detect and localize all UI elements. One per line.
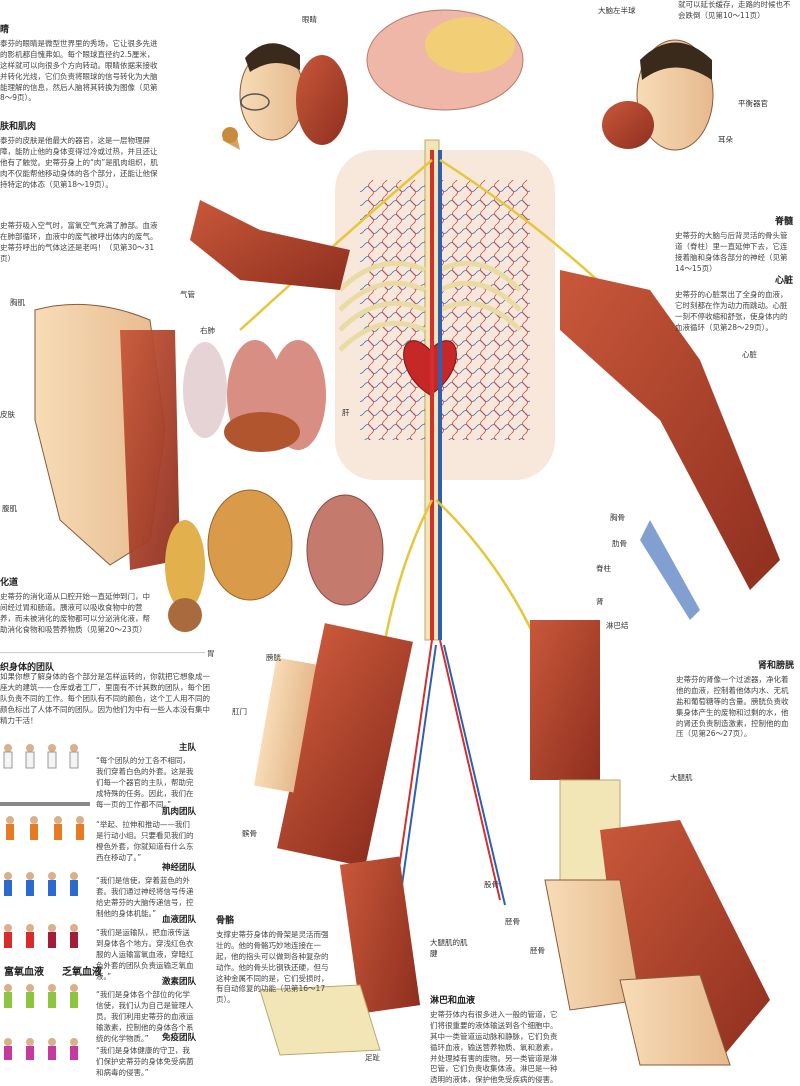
team-nerve-figures: [4, 872, 78, 896]
ribs: [338, 260, 522, 352]
team-hormone: 激素团队 “我们是身体各个部位的化学信使，我们认为自己是管理人员。我们利用史蒂芬…: [96, 976, 196, 1045]
team-hormone-figures: [4, 984, 78, 1008]
head-skin: [239, 43, 305, 141]
brain: [366, 9, 524, 111]
label-hamstring: 股骨: [484, 880, 499, 889]
label-brain-hemi: 大脑左半球: [598, 6, 636, 15]
team-nerve-title: 神经团队: [161, 863, 196, 873]
label-eye: 眼睛: [302, 15, 317, 24]
team-divider: [0, 652, 205, 653]
eyes-text: 泰芬的眼睛是微型世界里的秀场，它让很多先进的影机都自愧弗如。每个眼球直径约2.5…: [0, 39, 158, 103]
lungs-text: 史蒂芬吸入空气时，富氧空气充满了肺部。血液在肺部循环，血液中的废气被呼出体内的废…: [0, 221, 158, 263]
label-sternum: 胸骨: [610, 513, 625, 522]
label-foot: 足趾: [365, 1053, 380, 1062]
brain-block: 就可以延长缓存，走路的时候也不会跌倒（见第10～11页）: [678, 0, 796, 22]
spine-text: 史蒂芬的大脑与后背灵活的骨头管道（脊柱）里一直延伸下去，它连接着脑和身体各部分的…: [675, 231, 788, 273]
skeleton-block: 骨骼 支撑史蒂芬身体的骨架是灵活而强壮的。他的骨骼巧妙地连接在一起，他的指头可以…: [216, 915, 331, 1006]
label-right-lung: 右肺: [200, 326, 215, 335]
heart-block: 心脏 史蒂芬的心脏泵出了全身的血液，它时刻都在作为动力而跳动。心脏一刻不停收缩和…: [675, 275, 793, 334]
kidney-text: 史蒂芬的肾像一个过滤器，净化着他的血液，控制着他体内水、无机盐和葡萄糖等的含量。…: [676, 675, 789, 739]
left-arm: [190, 200, 350, 290]
lymph-block: 淋巴和血液 史蒂芬体内有很多进入一般的管道，它们将很重要的液体输送到各个细胞中。…: [430, 995, 558, 1086]
intestines: [165, 489, 384, 632]
label-thigh-tendon: 大腿肌的肌腱: [430, 938, 468, 958]
digest-title: 化道: [0, 578, 19, 588]
label-lymph: 淋巴结: [606, 621, 629, 630]
team-immune-text: “我们是身体健康的守卫，我们保护史蒂芬的身体免受病菌和病毒的侵害。”: [96, 1046, 194, 1078]
lymph-title: 淋巴和血液: [430, 996, 476, 1006]
label-spine: 脊柱: [596, 564, 611, 573]
label-trachea: 气管: [180, 290, 195, 299]
team-nerve: 神经团队 “我们是信使，穿着蓝色的外套。我们通过神经将信号传递给史蒂芬的大脑传递…: [96, 862, 196, 920]
spine-title: 脊髓: [774, 217, 793, 227]
team-title: 织身体的团队: [0, 663, 55, 673]
team-intro: 如果你想了解身体的各个部分是怎样运转的，你就把它想象成一座大的建筑——仓库或者工…: [0, 672, 210, 725]
kidney-block: 肾和膀胱 史蒂芬的肾像一个过滤器，净化着他的血液，控制着他体内水、无机盐和葡萄糖…: [676, 660, 794, 740]
team-hormone-text: “我们是身体各个部位的化学信使，我们认为自己是管理人员。我们利用史蒂芬的血液运输…: [96, 990, 194, 1043]
team-immune-title: 免疫团队: [161, 1033, 196, 1043]
skin-text: 泰芬的皮肤是他最大的器官，这是一层物理屏障，能防止他的身体变得过冷或过热，并且还…: [0, 136, 158, 189]
label-abdomen: 腹肌: [2, 504, 17, 513]
label-anus: 肛门: [232, 707, 247, 716]
label-balance: 平衡器官: [738, 99, 768, 108]
poor-blood-label: 乏氧血液: [62, 967, 102, 978]
heart-text: 史蒂芬的心脏泵出了全身的血液，它时刻都在作为动力而跳动。心脏一刻不停收缩和舒张，…: [675, 290, 788, 332]
label-kidney: 肾: [596, 597, 604, 606]
label-chest: 胸肌: [10, 298, 25, 307]
ice-cream-icon: [222, 127, 240, 150]
right-arm: [560, 270, 780, 590]
skeleton-title: 骨骼: [216, 916, 235, 926]
lymph-text: 史蒂芬体内有很多进入一般的管道，它们将很重要的液体输送到各个细胞中。其中一类管道…: [430, 1010, 558, 1085]
label-shin: 胫骨: [505, 917, 520, 926]
eyes-block: 睛 泰芬的眼睛是微型世界里的秀场，它让很多先进的影机都自愧弗如。每个眼球直径约2…: [0, 24, 158, 104]
team-immune: 免疫团队 “我们是身体健康的守卫，我们保护史蒂芬的身体免受病菌和病毒的侵害。”: [96, 1032, 196, 1079]
team-muscle-figures: [0, 802, 90, 840]
team-muscle-text: “举起、拉伸和推动——我们是行动小组。只要看见我们的橙色外套，你就知道有什么东西…: [96, 820, 194, 862]
team-muscle: 肌肉团队 “举起、拉伸和推动——我们是行动小组。只要看见我们的橙色外套，你就知道…: [96, 806, 196, 864]
team-hormone-title: 激素团队: [161, 977, 196, 987]
team-figures: [0, 744, 90, 1060]
rich-blood-label: 富氧血液: [4, 967, 44, 978]
spine-block: 脊髓 史蒂芬的大脑与后背灵活的骨头管道（脊柱）里一直延伸下去，它连接着脑和身体各…: [675, 216, 793, 275]
liver-shape: [224, 412, 300, 452]
digest-block: 化道 史蒂芬的消化道从口腔开始一直延伸到门，中间经过胃和肠道。胰液可以吸收食物中…: [0, 577, 150, 636]
kidney-title: 肾和膀胱: [757, 661, 794, 671]
team-blood: 血液团队 “我们是运输队，把血液传送到身体各个地方。穿浅红色衣服的人运输富氧血液…: [96, 914, 196, 983]
brain-text: 就可以延长缓存，走路的时候也不会跌倒（见第10～11页）: [678, 0, 791, 20]
label-tendon: 大腿肌: [670, 773, 693, 782]
team-nerve-text: “我们是信使，穿着蓝色的外套。我们通过神经将信号传递给史蒂芬的大脑传递信号，控制…: [96, 876, 194, 918]
skin-block: 肤和肌肉 泰芬的皮肤是他最大的器官，这是一层物理屏障，能防止他的身体变得过冷或过…: [0, 121, 162, 190]
foot-skin: [619, 974, 731, 1066]
eyes-title: 睛: [0, 25, 10, 35]
skin-title: 肤和肌肉: [0, 122, 37, 132]
label-liver: 肝: [342, 408, 350, 417]
glasses-icon: [240, 93, 270, 111]
label-ribs: 肋骨: [612, 539, 627, 548]
team-immune-figures: [4, 1038, 78, 1060]
skeleton-text: 支撑史蒂芬身体的骨架是灵活而强壮的。他的骨骼巧妙地连接在一起，他的指头可以做到各…: [216, 930, 329, 1005]
head-back: [602, 39, 714, 151]
team-main-figures: [3, 744, 79, 769]
head-muscle: [296, 55, 348, 145]
label-bladder: 膀胱: [266, 653, 281, 662]
label-tibia: 胫骨: [530, 946, 545, 955]
lungs-block: 史蒂芬吸入空气时，富氧空气充满了肺部。血液在肺部循环，血液中的废气被呼出体内的废…: [0, 219, 158, 265]
team-muscle-title: 肌肉团队: [161, 807, 196, 817]
digest-text: 史蒂芬的消化道从口腔开始一直延伸到门，中间经过胃和肠道。胰液可以吸收食物中的营养…: [0, 592, 150, 634]
label-heart: 心脏: [742, 350, 757, 359]
team-main: 主队 “每个团队的分工各不相同，我们穿着白色的外套。这是我们每一个器官的主队，帮…: [96, 742, 196, 811]
heart-title: 心脏: [774, 276, 793, 286]
team-blood-title: 血液团队: [161, 915, 196, 925]
label-skin: 皮肤: [0, 410, 15, 419]
team-main-title: 主队: [178, 743, 196, 753]
team-blood-figures: [4, 924, 78, 948]
label-ear: 耳朵: [718, 135, 733, 144]
foot-bones: [259, 984, 381, 1056]
label-kneecap: 髌骨: [242, 829, 257, 838]
team-blood-text: “我们是运输队，把血液传送到身体各个地方。穿浅红色衣服的人运输富氧血液，穿暗红色…: [96, 928, 194, 981]
label-stomach: 胃: [207, 649, 215, 658]
team-main-text: “每个团队的分工各不相同，我们穿着白色的外套。这是我们每一个器官的主队，帮助完成…: [96, 756, 194, 809]
